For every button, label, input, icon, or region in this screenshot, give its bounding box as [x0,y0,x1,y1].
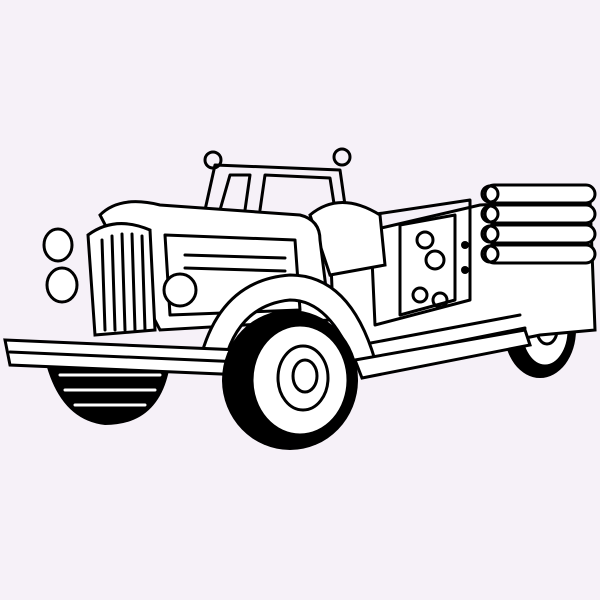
windshield [203,147,352,212]
headlights [42,227,198,308]
seat [308,201,387,277]
front-right-wheel [222,310,358,450]
grille [86,222,157,337]
front-left-wheel [45,360,170,425]
pump-panel [411,230,469,309]
hose-rolls [480,183,597,265]
running-board [352,328,532,380]
